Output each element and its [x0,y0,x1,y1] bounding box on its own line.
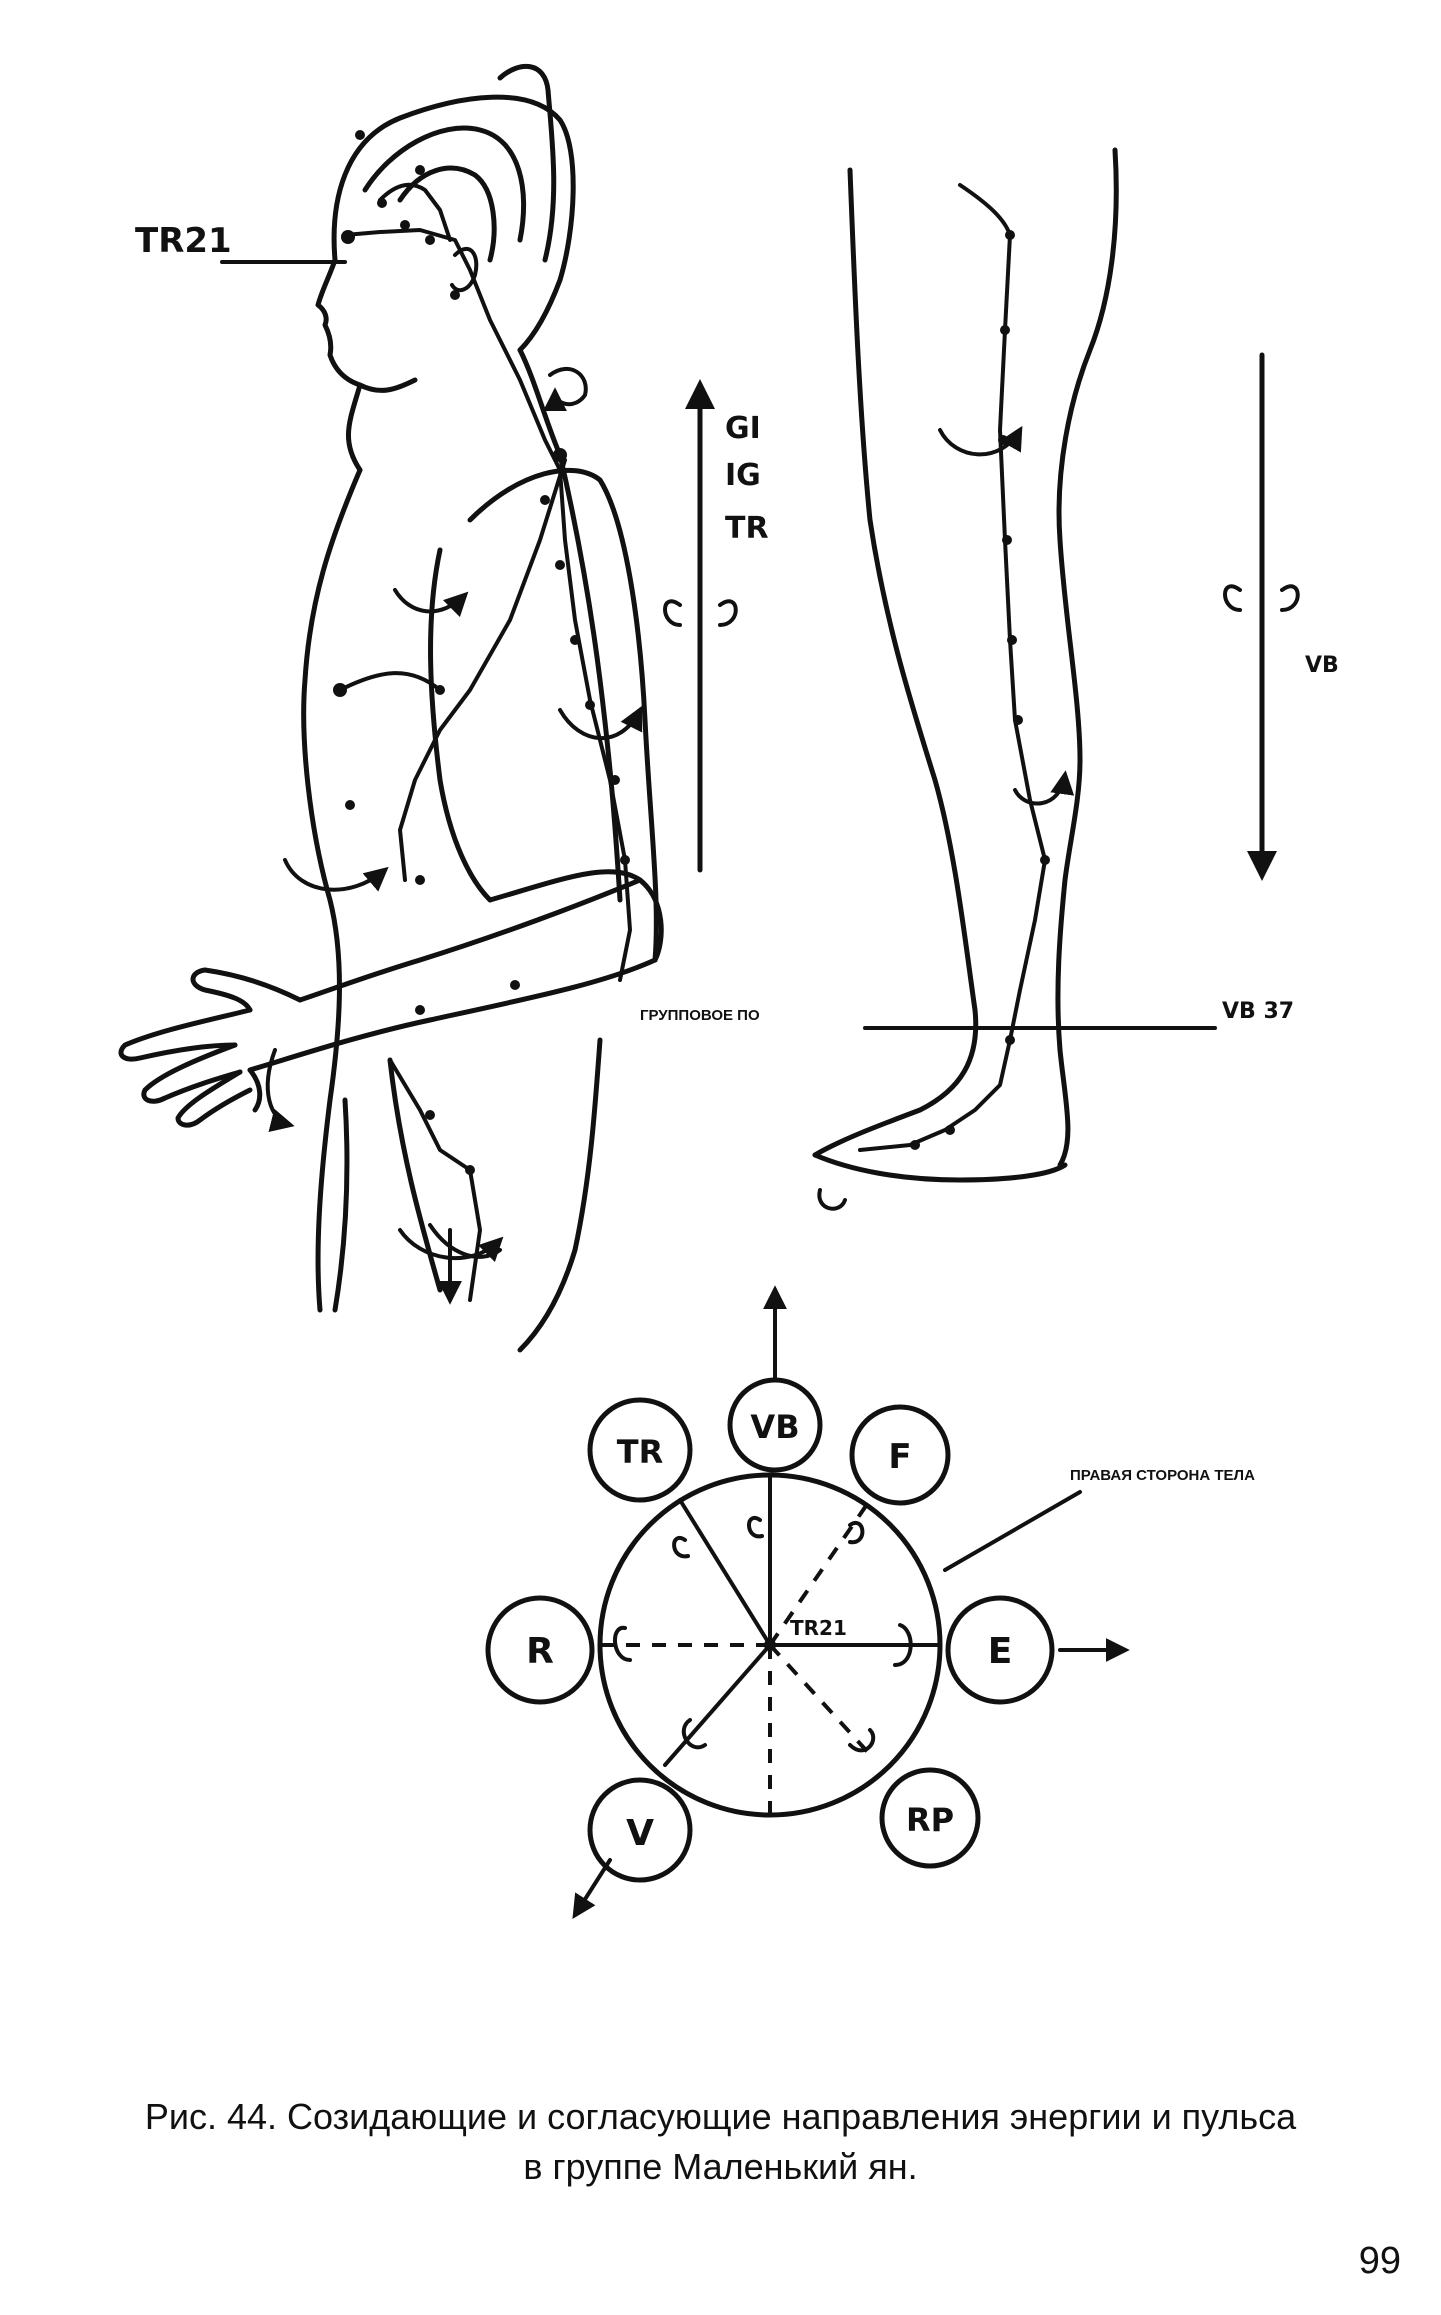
wheel-node-vb: VB [727,1377,823,1473]
svg-text:VB: VB [750,1408,799,1446]
caption-line-2: в группе Маленький ян. [523,2146,918,2187]
leg-figure [812,147,1119,1211]
svg-text:V: V [626,1813,654,1854]
group-point-code: VB 37 [1222,999,1294,1024]
leg-meridian-vb: VB [1305,653,1339,678]
upper-body-figure [118,63,664,1353]
body-side-label: ПРАВАЯ СТОРОНА ТЕЛА [1070,1467,1255,1484]
caption-line-1: Рис. 44. Созидающие и согласующие направ… [144,2096,1297,2137]
group-point-label: ГРУППОВОЕ ПО [640,1007,760,1024]
meridian-wheel [572,1285,1130,1920]
wheel-node-r: R [485,1595,595,1705]
wheel-arrow-down-left [572,1858,612,1920]
arm-rotation-icon [663,599,738,627]
wheel-node-v: V [587,1777,693,1883]
svg-text:F: F [888,1437,911,1477]
svg-text:RP: RP [906,1801,954,1839]
tr21-pointer-label: TR21 [135,221,232,261]
svg-text:R: R [526,1631,554,1672]
svg-text:E: E [988,1631,1013,1672]
wheel-node-rp: RP [879,1767,981,1869]
page-number: 99 [1358,2240,1401,2282]
svg-text:TR: TR [617,1433,663,1471]
leg-rotation-icon [1223,584,1300,612]
wheel-node-tr: TR [587,1397,693,1503]
figure-caption: Рис. 44. Созидающие и согласующие направ… [0,2092,1441,2192]
wheel-center-label: TR21 [790,1616,847,1640]
wheel-node-f: F [849,1404,951,1506]
body-side-pointer [943,1490,1082,1572]
arm-meridian-ig: IG [725,458,761,493]
wheel-node-e: E [945,1595,1055,1705]
arm-meridian-gi: GI [725,411,761,446]
arm-meridian-tr: TR [725,511,769,546]
